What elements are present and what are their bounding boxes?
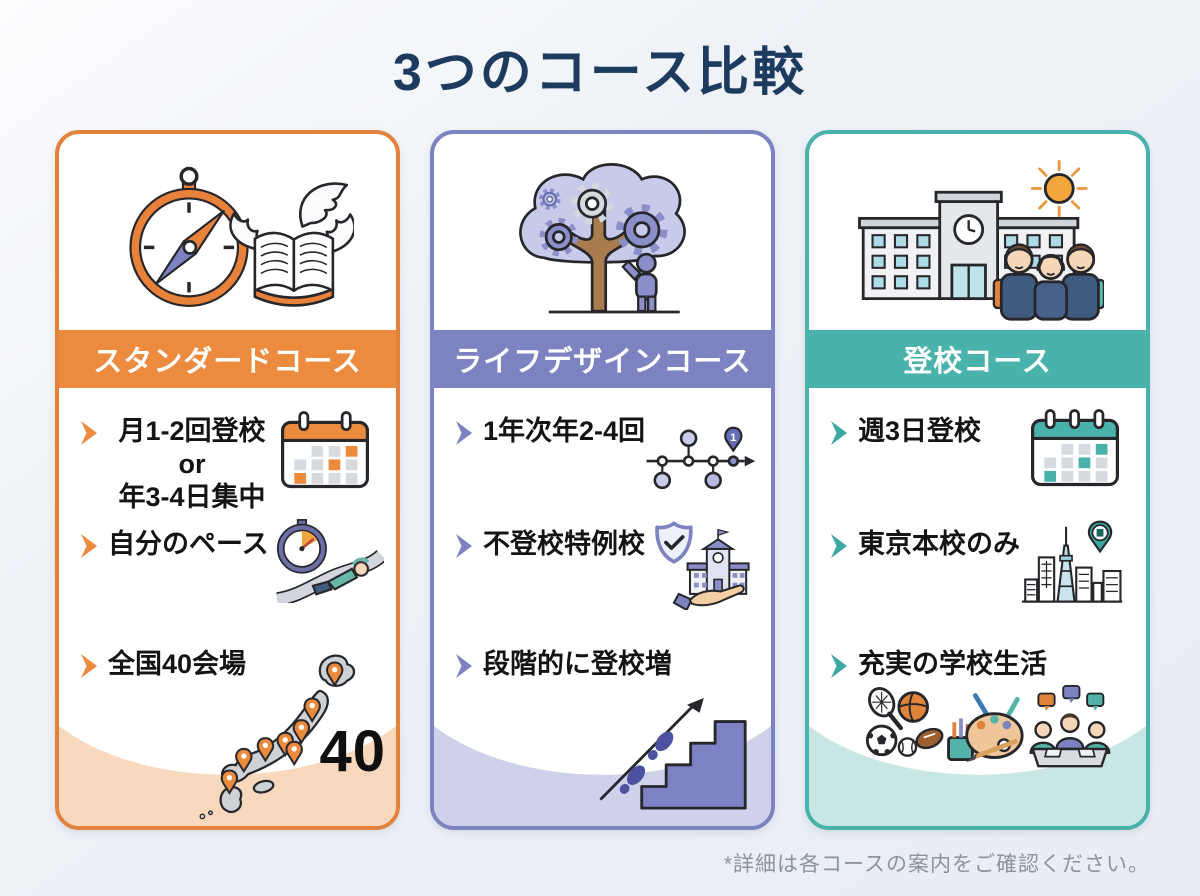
card-bottom-curve	[809, 726, 1146, 826]
japan-map-pins-icon	[188, 649, 368, 820]
compass-winged-book-icon	[59, 144, 396, 330]
chevron-right-icon	[829, 533, 849, 564]
school-students-sun-icon	[809, 144, 1146, 330]
feature-text: 全国40会場	[108, 649, 247, 679]
feature-text: 東京本校のみ	[858, 529, 1020, 559]
chevron-right-icon	[79, 420, 99, 451]
feature-item: 全国40会場	[79, 648, 246, 684]
feature-item: 1年次年2-4回	[454, 415, 645, 451]
feature-item: 週3日登校	[829, 415, 981, 451]
feature-text: 1年次年2-4回	[483, 416, 646, 446]
chevron-right-icon	[79, 653, 99, 684]
gear-tree-icon	[434, 144, 771, 330]
shield-school-hand-icon	[645, 520, 751, 612]
chevron-right-icon	[829, 653, 849, 684]
feature-text: 不登校特例校	[483, 529, 645, 559]
feature-item: 不登校特例校	[454, 528, 645, 564]
card-attendance-course: 登校コース 週3日登校	[805, 130, 1150, 830]
card-standard-course: スタンダードコース 月1-2回登校 or 年3-4日集中	[55, 130, 400, 830]
chevron-right-icon	[829, 420, 849, 451]
chevron-right-icon	[79, 533, 99, 564]
svg-text:1: 1	[730, 432, 737, 444]
footnote: *詳細は各コースの案内をご確認ください。	[723, 853, 1150, 876]
feature-item: 自分のペース	[79, 528, 269, 564]
venue-count: 40	[319, 719, 386, 784]
card-title: スタンダードコース	[59, 330, 396, 388]
chevron-right-icon	[454, 533, 474, 564]
feature-text: 週3日登校	[858, 416, 982, 446]
cards-row: スタンダードコース 月1-2回登校 or 年3-4日集中	[55, 130, 1150, 830]
feature-text: 月1-2回登校 or 年3-4日集中	[118, 416, 266, 512]
tokyo-skyline-pin-icon	[1020, 520, 1124, 605]
calendar-icon	[1028, 406, 1122, 489]
footsteps-stairs-arrow-icon	[583, 683, 755, 810]
feature-item: 東京本校のみ	[829, 528, 1020, 564]
chevron-right-icon	[454, 420, 474, 451]
card-lifedesign-course: ライフデザインコース 1年次年2-4回	[430, 130, 775, 830]
calendar-icon	[278, 408, 372, 491]
timeline-milestones-icon: 1	[643, 417, 757, 492]
page-title: 3つのコース比較	[392, 44, 808, 102]
feature-text: 段階的に登校増	[483, 649, 672, 679]
card-title: 登校コース	[809, 330, 1146, 388]
chevron-right-icon	[454, 653, 474, 684]
stopwatch-relaxing-person-icon	[274, 518, 387, 607]
feature-text: 充実の学校生活	[858, 649, 1047, 679]
feature-item: 月1-2回登校 or 年3-4日集中	[79, 415, 276, 514]
card-title: ライフデザインコース	[434, 330, 771, 388]
sports-art-discussion-icon	[853, 682, 1111, 773]
feature-item: 充実の学校生活	[829, 648, 1047, 684]
feature-item: 段階的に登校増	[454, 648, 672, 684]
feature-text: 自分のペース	[108, 529, 269, 559]
